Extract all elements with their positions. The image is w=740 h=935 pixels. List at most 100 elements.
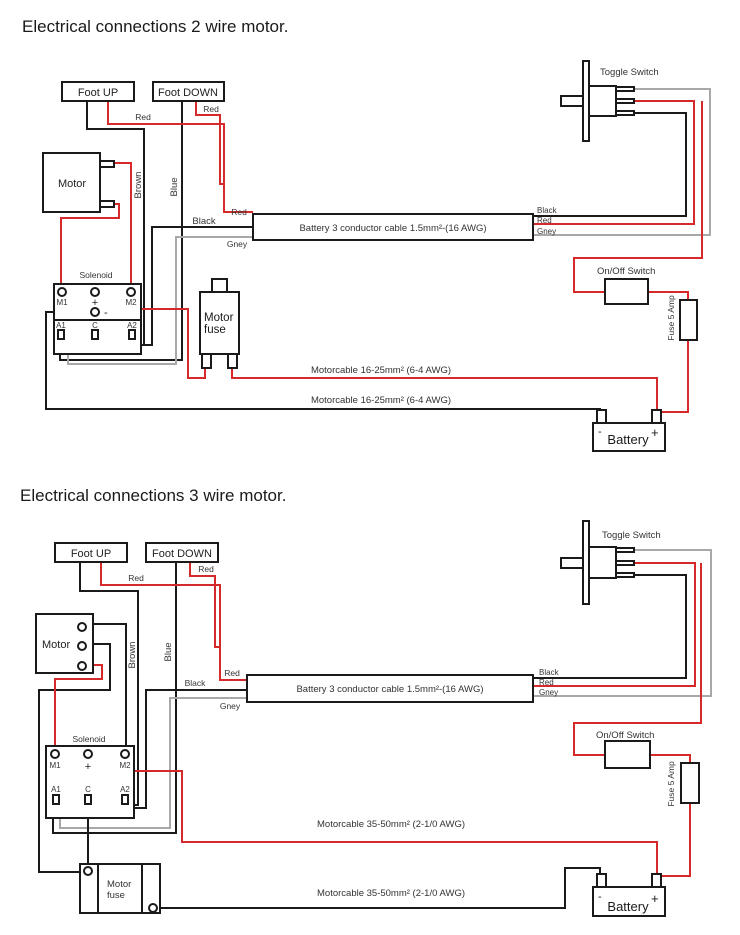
terminal-plus-label: + bbox=[85, 761, 91, 773]
wire-red-motor-m1 bbox=[60, 203, 120, 292]
battery-label: Battery bbox=[607, 432, 649, 447]
red-label: Red bbox=[135, 112, 151, 122]
foot-down-box bbox=[152, 81, 225, 102]
toggle-switch-pin bbox=[615, 110, 635, 116]
battery-plus-label: + bbox=[651, 891, 659, 906]
onoff-switch-box bbox=[604, 740, 651, 769]
motor-fuse-leg bbox=[227, 353, 238, 369]
wire-red-toggle bbox=[533, 100, 695, 225]
cable-red-label: Red bbox=[539, 678, 554, 687]
wire-motor-m2 bbox=[87, 623, 127, 753]
black-label: Black bbox=[192, 216, 215, 227]
wire-red-onoff bbox=[573, 101, 703, 293]
toggle-switch-label: Toggle Switch bbox=[600, 67, 659, 78]
foot-down-box bbox=[145, 542, 219, 563]
diagram-3-wire: Electrical connections 3 wire motor. bbox=[20, 486, 712, 917]
wire-red-onoff-fuse bbox=[650, 754, 691, 763]
solenoid-label: Solenoid bbox=[79, 270, 112, 280]
battery-cable-label: Battery 3 conductor cable 1.5mm²-(16 AWG… bbox=[296, 684, 483, 695]
blue-label: Blue bbox=[163, 642, 174, 661]
battery-box bbox=[592, 422, 666, 452]
motor-label: Motor bbox=[42, 639, 70, 651]
battery-cable-box bbox=[252, 213, 534, 241]
fuse-5a-box bbox=[679, 299, 698, 341]
wire-motorcable-positive bbox=[231, 368, 658, 410]
solenoid-terminal-c bbox=[91, 329, 99, 340]
terminal-c-label: C bbox=[85, 785, 91, 794]
grey-label: Gney bbox=[227, 239, 248, 249]
wire-red-motor-m2 bbox=[114, 162, 132, 292]
wire-red-up bbox=[100, 562, 247, 681]
battery-terminal-negative bbox=[596, 409, 607, 424]
wire-red-motor-m1 bbox=[54, 664, 103, 753]
cable-red-label: Red bbox=[537, 216, 552, 225]
battery-cable-box bbox=[246, 674, 534, 703]
motor-terminal bbox=[99, 200, 115, 208]
wire-red-down bbox=[189, 562, 220, 648]
wire-grey-toggle bbox=[533, 549, 712, 697]
wire-black-toggle bbox=[533, 574, 687, 679]
wire-red-toggle bbox=[533, 562, 696, 687]
solenoid-terminal-m2 bbox=[120, 749, 130, 759]
wire-motor-fuse bbox=[38, 643, 111, 873]
foot-down-label: Foot DOWN bbox=[152, 548, 212, 560]
terminal-a1-label: A1 bbox=[56, 321, 66, 330]
toggle-switch-lever bbox=[560, 557, 584, 569]
fuse-5a-box bbox=[680, 762, 700, 804]
wire-red-onoff-fuse bbox=[648, 291, 689, 300]
toggle-switch-body bbox=[588, 85, 617, 117]
cable-grey-label: Gney bbox=[539, 688, 558, 697]
toggle-switch-body bbox=[588, 546, 617, 579]
cable-black-label: Black bbox=[539, 668, 560, 677]
foot-up-label: Foot UP bbox=[71, 548, 111, 560]
toggle-switch-pin bbox=[615, 560, 635, 566]
diagram-title: Electrical connections 2 wire motor. bbox=[22, 17, 288, 36]
cable-grey-label: Gney bbox=[537, 227, 556, 236]
solenoid-terminal-a2 bbox=[128, 329, 136, 340]
foot-up-label: Foot UP bbox=[78, 87, 118, 99]
motor-terminal bbox=[77, 622, 87, 632]
motorcable-label: Motorcable 35-50mm² (2-1/0 AWG) bbox=[317, 888, 465, 899]
diagram-2-wire: Electrical connections 2 wire motor. bbox=[22, 17, 711, 452]
battery-label: Battery bbox=[607, 899, 649, 914]
motor-terminal bbox=[77, 661, 87, 671]
motorcable-label: Motorcable 16-25mm² (6-4 AWG) bbox=[311, 395, 451, 406]
solenoid-terminal-c bbox=[84, 794, 92, 805]
motor-terminal bbox=[77, 641, 87, 651]
motor-fuse-label: Motor bbox=[204, 312, 234, 324]
motor-fuse-label: fuse bbox=[204, 324, 226, 336]
toggle-switch-pin bbox=[615, 572, 635, 578]
motor-fuse-leg bbox=[201, 353, 212, 369]
red-label: Red bbox=[203, 104, 219, 114]
battery-minus-label: - bbox=[598, 426, 602, 438]
red-label: Red bbox=[128, 573, 144, 583]
wire-grey-toggle bbox=[533, 88, 711, 236]
terminal-m1-label: M1 bbox=[49, 761, 61, 770]
motor-terminal bbox=[99, 160, 115, 168]
wire-motorcable-negative bbox=[158, 867, 601, 909]
solenoid-terminal-plus bbox=[83, 749, 93, 759]
foot-up-box bbox=[54, 542, 128, 563]
terminal-plus-label: + bbox=[92, 297, 98, 309]
battery-cable-label: Battery 3 conductor cable 1.5mm²-(16 AWG… bbox=[299, 223, 486, 234]
solenoid-terminal-a1 bbox=[52, 794, 60, 805]
terminal-m2-label: M2 bbox=[125, 298, 137, 307]
terminal-m1-label: M1 bbox=[56, 298, 68, 307]
toggle-switch-pin bbox=[615, 98, 635, 104]
brown-label: Brown bbox=[133, 172, 144, 199]
solenoid-terminal-m1 bbox=[57, 287, 67, 297]
foot-down-label: Foot DOWN bbox=[158, 87, 218, 99]
solenoid-terminal-m2 bbox=[126, 287, 136, 297]
red-label: Red bbox=[231, 207, 247, 217]
fuse-5a-label: Fuse 5 Amp bbox=[666, 295, 676, 341]
battery-minus-label: - bbox=[598, 891, 602, 903]
wire-brown bbox=[86, 101, 145, 345]
solenoid-label: Solenoid bbox=[72, 734, 105, 744]
brown-label: Brown bbox=[127, 642, 138, 669]
motorcable-label: Motorcable 35-50mm² (2-1/0 AWG) bbox=[317, 819, 465, 830]
motorcable-label: Motorcable 16-25mm² (6-4 AWG) bbox=[311, 365, 451, 376]
solenoid-terminal-plus bbox=[90, 287, 100, 297]
fuse-5a-label: Fuse 5 Amp bbox=[666, 761, 676, 807]
motor-fuse-terminal bbox=[83, 866, 93, 876]
